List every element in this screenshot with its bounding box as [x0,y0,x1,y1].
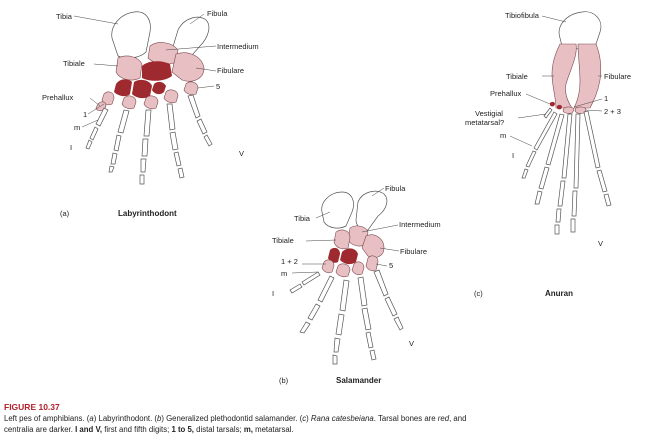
centrale-bone [340,248,358,265]
centrale-bone [142,61,172,81]
caption-fragment: distal tarsals; [193,424,244,434]
caption-fragment: Left pes of amphibians. ( [4,414,90,423]
panel-c-anuran: Tibiofibula Tibiale Fibulare Prehallux 1… [465,11,631,298]
caption-fragment: , and [449,414,467,423]
panel-b-leaders [291,187,400,274]
panel-a-leaders [73,13,217,128]
caption-text: Left pes of amphibians. (a) Labyrinthodo… [4,414,650,435]
distal-tarsal-1-label: 1 [604,94,608,103]
tibiale-bone [333,229,351,250]
caption-species: Rana catesbeiana [310,414,374,423]
caption-letter-b: b [157,414,162,423]
caption-letter-a: a [89,414,94,423]
tibia-bone [111,11,151,59]
vestigial-label-line1: Vestigial [475,109,503,118]
fibulare-label: Fibulare [604,72,631,81]
caption-letter-c: c [302,414,307,423]
fibulare-bone [361,234,385,258]
vestigial-label-line2: metatarsal? [465,118,504,127]
fibula-label: Fibula [207,9,228,18]
distal-tarsal [335,263,351,278]
fibulare-bone [171,52,205,82]
caption-fragment: ) Labyrinthodont. ( [93,414,158,423]
caption-fragment: . Tarsal bones are [373,414,438,423]
panel-b-salamander: Fibula Tibia Intermedium Tibiale Fibular… [272,184,441,385]
distal-tarsal [365,255,379,272]
tibiale-label: Tibiale [506,72,528,81]
fibula-bone [355,190,388,231]
intermedium-bone [147,42,179,65]
caption-fragment: first and fifth digits; [102,424,172,434]
distal-tarsal-5-label: 5 [389,261,393,270]
digit-one-label: I [70,143,72,152]
distal-tarsal [121,95,137,110]
tibia-label: Tibia [56,12,73,21]
digit-five-label: V [598,239,603,248]
caption-bold-digits: I and V, [75,424,103,434]
centrale-bone [132,79,152,99]
panel-b-title: Salamander [336,376,381,385]
tibiale-bone [115,55,143,81]
tibiale-label: Tibiale [63,59,85,68]
panel-a-labyrinthodont: Tibia Fibula Intermedium Tibiale Fibular… [42,9,259,218]
caption-fragment: metatarsal. [252,424,294,434]
fibulare-label: Fibulare [217,66,244,75]
fibula-label: Fibula [385,184,406,193]
caption-fragment: ) Generalized plethodontid salamander. ( [161,414,303,423]
distal-tarsal [163,89,179,104]
intermedium-label: Intermedium [399,220,441,229]
centrale-bone [114,79,132,97]
caption-bold-m: m, [243,424,253,434]
digit-five-label: V [409,339,414,348]
digit-five-label: V [239,149,244,158]
distal-tarsal-1-label: 1 [83,110,87,119]
figure-caption: FIGURE 10.37 Left pes of amphibians. (a)… [4,402,650,435]
distal-tarsal-2-3-label: 2 + 3 [604,107,621,116]
intermedium-label: Intermedium [217,42,259,51]
distal-tarsal [143,95,159,110]
centrale-bone [152,81,166,95]
digits-a [85,94,213,185]
tibia-label: Tibia [294,214,311,223]
digits-c [521,107,612,235]
centrale-bone [328,247,340,263]
fibulare-label: Fibulare [400,247,427,256]
panel-c-letter: (c) [474,289,483,298]
distal-tarsal [562,106,575,114]
tibiale-label: Tibiale [272,236,294,245]
prehallux-label: Prehallux [42,93,74,102]
metatarsal-label: m [500,131,506,140]
distal-tarsal [321,259,335,274]
digit-one-label: I [272,289,274,298]
tibia-bone [321,191,354,229]
prehallux-label: Prehallux [490,89,522,98]
panel-a-letter: (a) [60,209,70,218]
caption-fragment: centralia are darker. [4,424,76,434]
caption-red-word: red [437,414,450,423]
figure-illustration: Tibia Fibula Intermedium Tibiale Fibular… [42,9,631,385]
tibiale-bone [551,43,577,109]
centrale-bone [550,101,555,107]
tibiofibula-bone [558,11,602,50]
distal-tarsal [183,81,199,96]
metatarsal-label: m [281,269,287,278]
figure-number: FIGURE 10.37 [4,402,60,412]
caption-bold-tarsals: 1 to 5, [171,424,194,434]
distal-tarsal-1-2-label: 1 + 2 [281,257,298,266]
distal-tarsal-5-label: 5 [216,82,220,91]
fibulare-bone [573,43,602,109]
panel-a-title: Labyrinthodont [118,209,177,218]
distal-tarsal [351,261,365,276]
tibiofibula-label: Tibiofibula [505,11,540,20]
centrale-bone [557,104,562,110]
caption-fragment: ) [306,414,311,423]
panel-c-title: Anuran [545,289,573,298]
metatarsal-label: m [74,123,80,132]
panel-c-leaders [509,15,603,147]
panel-b-letter: (b) [279,376,289,385]
digits-b [289,269,404,365]
digit-one-label: I [512,151,514,160]
